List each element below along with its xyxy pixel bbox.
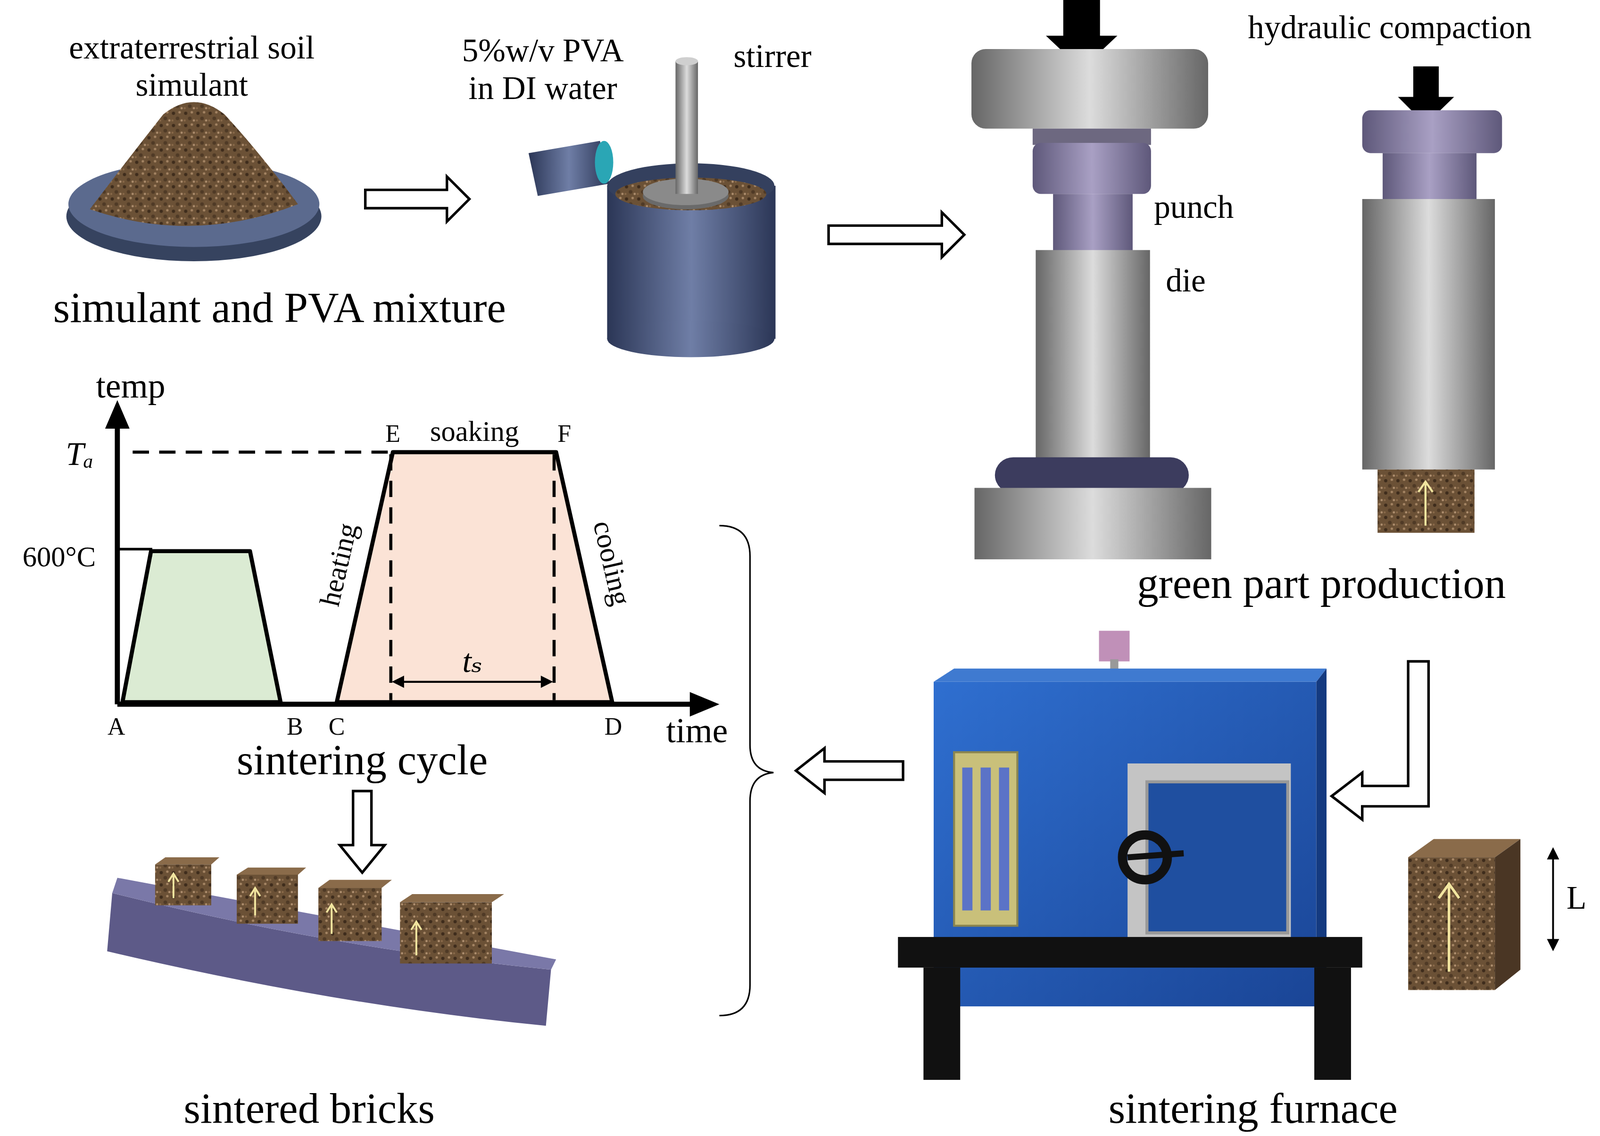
point-label: F — [557, 419, 572, 448]
stage-caption: sintering furnace — [1108, 1083, 1398, 1134]
temperature-label: 600°C — [22, 540, 97, 574]
curly-bracket — [719, 525, 774, 1016]
part-name: die — [1165, 261, 1206, 300]
axis-label: temp — [95, 365, 166, 407]
temperature-label: Tₐ — [65, 435, 94, 473]
point-label: D — [604, 712, 623, 741]
point-label: E — [385, 419, 401, 448]
sintering-chart — [105, 399, 720, 717]
part-name: punch — [1153, 188, 1234, 226]
point-label: A — [107, 712, 126, 741]
stage-caption: sintering cycle — [236, 735, 488, 786]
stage-heading: 5%w/v PVA in DI water — [455, 32, 630, 108]
phase-label: cooling — [586, 517, 639, 609]
stage-heading: extraterrestrial soil simulant — [59, 28, 325, 104]
dimension-label: L — [1566, 878, 1587, 917]
phase-label: soaking — [430, 414, 519, 448]
die-ejection — [1362, 66, 1502, 533]
sintering-furnace — [897, 630, 1363, 1080]
green-brick — [1408, 838, 1559, 990]
stage-caption: sintered bricks — [183, 1083, 435, 1134]
part-name: stirrer — [733, 37, 812, 75]
part-name: hydraulic compaction — [1247, 8, 1532, 47]
duration-label: tₛ — [462, 642, 483, 680]
phase-label: heating — [313, 519, 365, 609]
stage-caption: green part production — [1136, 558, 1506, 609]
hydraulic-press — [971, 0, 1212, 560]
axis-label: time — [666, 710, 729, 751]
brick-tray — [107, 857, 556, 1026]
soil-tray — [66, 101, 322, 262]
stage-caption: simulant and PVA mixture — [53, 283, 506, 333]
